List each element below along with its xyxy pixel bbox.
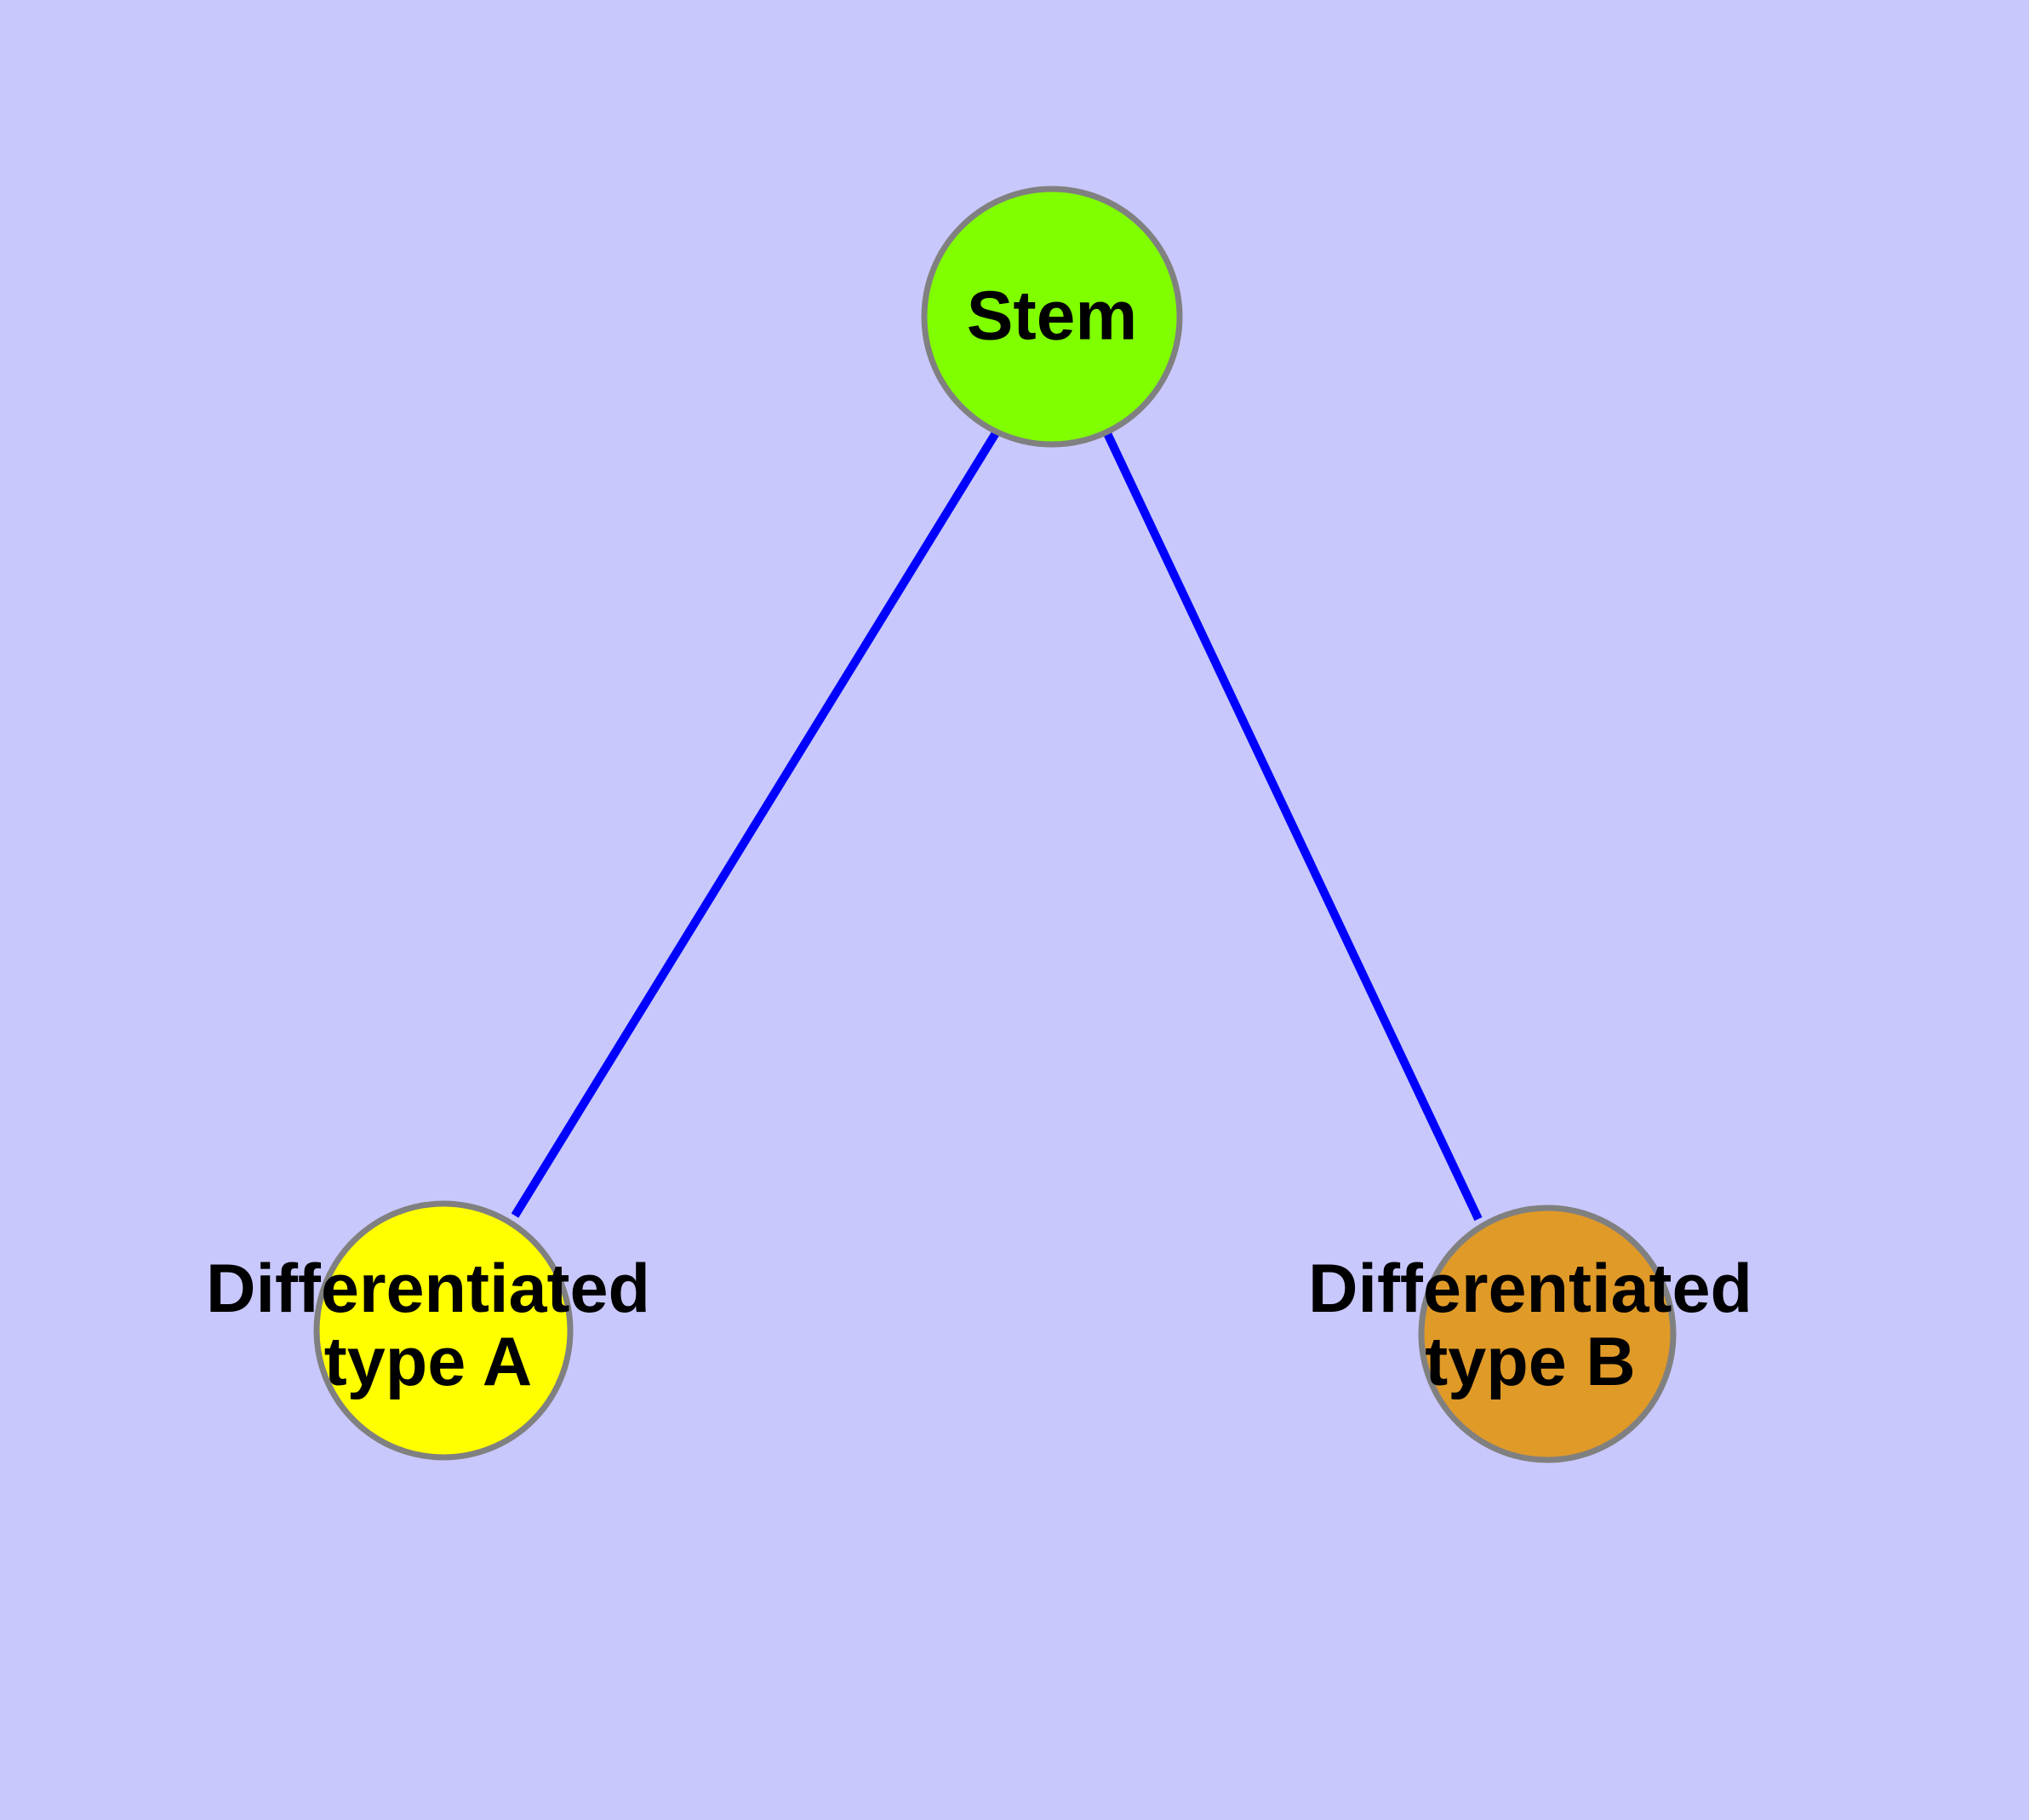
nodes-group <box>313 186 1677 1463</box>
node-differentiated-type-a[interactable] <box>313 1200 574 1461</box>
node-differentiated-type-b[interactable] <box>1418 1205 1677 1463</box>
edge-stem-to-differentiated-type-a[interactable] <box>511 429 1001 1218</box>
edge-stem-to-differentiated-type-b[interactable] <box>1102 429 1483 1222</box>
edges-group <box>511 429 1483 1222</box>
node-stem[interactable] <box>921 186 1183 448</box>
